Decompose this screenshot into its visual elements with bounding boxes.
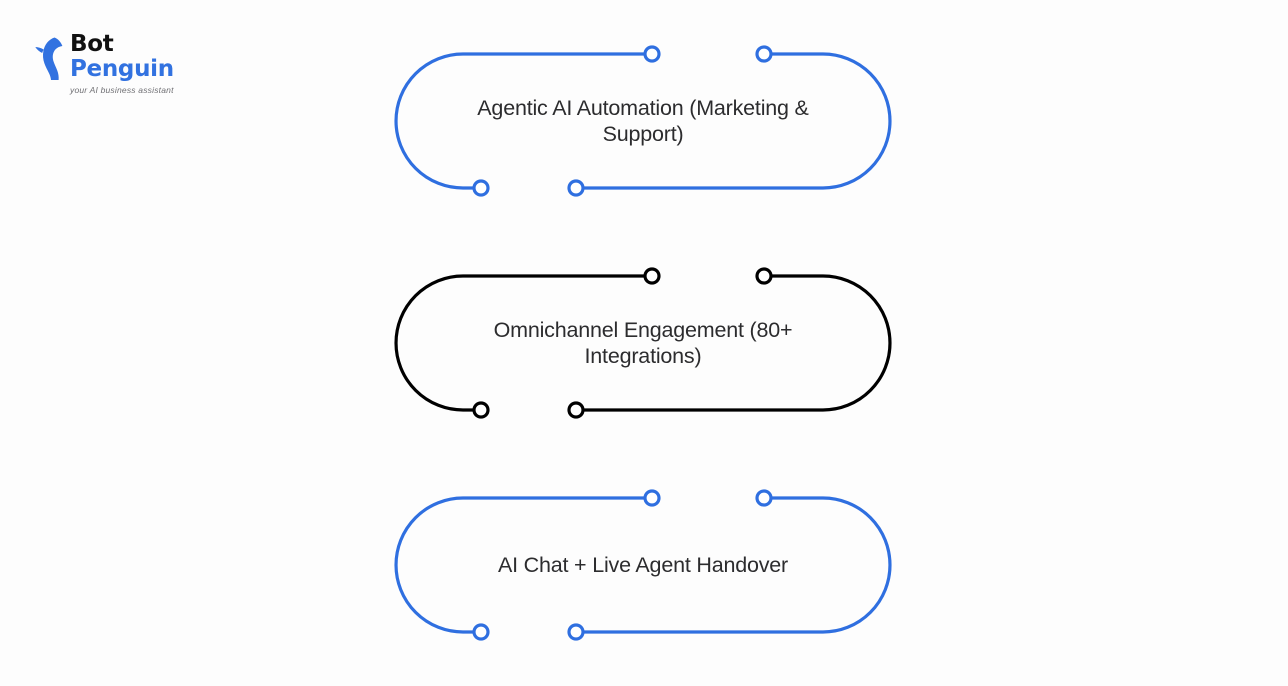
capsule-card-omnichannel[interactable]: Omnichannel Engagement (80+ Integrations…	[384, 267, 902, 419]
capsule-nodes	[472, 489, 773, 641]
capsule-card-ai-chat[interactable]: AI Chat + Live Agent Handover	[384, 489, 902, 641]
circle-node-icon[interactable]	[472, 401, 490, 419]
penguin-icon	[34, 36, 74, 82]
capsule-segment-left	[394, 274, 654, 412]
brand-name-line-2: Penguin	[70, 56, 174, 82]
capsule-segment-right	[574, 52, 892, 190]
capsule-card-agentic-ai[interactable]: Agentic AI Automation (Marketing & Suppo…	[384, 45, 902, 197]
circle-node-icon[interactable]	[643, 489, 661, 507]
circle-node-icon[interactable]	[567, 623, 585, 641]
brand-wordmark: Bot Penguin your AI business assistant	[70, 31, 220, 96]
circle-node-icon[interactable]	[643, 45, 661, 63]
circle-node-icon[interactable]	[472, 179, 490, 197]
circle-node-icon[interactable]	[567, 401, 585, 419]
brand-name-line-1: Bot	[70, 31, 114, 57]
circle-node-icon[interactable]	[643, 267, 661, 285]
capsule-segment-right	[574, 274, 892, 412]
circle-node-icon[interactable]	[472, 623, 490, 641]
circle-node-icon[interactable]	[755, 489, 773, 507]
capsule-outline	[394, 274, 892, 412]
capsule-segment-left	[394, 52, 654, 190]
capsule-segment-left	[394, 496, 654, 634]
brand-logo[interactable]: Bot Penguin your AI business assistant	[34, 31, 224, 96]
circle-node-icon[interactable]	[755, 267, 773, 285]
brand-tagline: your AI business assistant	[70, 85, 174, 95]
capsule-segment-right	[574, 496, 892, 634]
circle-node-icon[interactable]	[755, 45, 773, 63]
capsule-outline	[394, 496, 892, 634]
capsule-outline	[394, 52, 892, 190]
capsule-nodes	[472, 267, 773, 419]
capsule-nodes	[472, 45, 773, 197]
circle-node-icon[interactable]	[567, 179, 585, 197]
